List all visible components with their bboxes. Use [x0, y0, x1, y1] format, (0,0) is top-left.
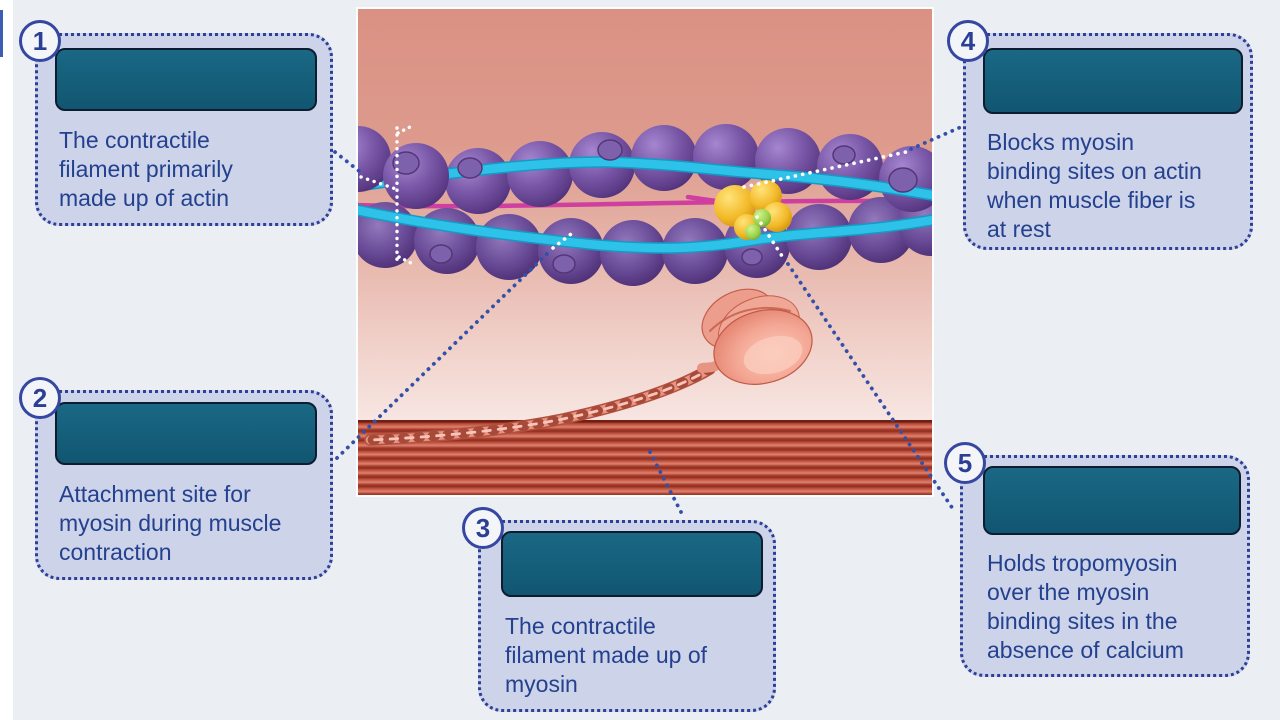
callout-1-description: The contractile filament primarily made … [59, 127, 233, 211]
callout-2-number-badge: 2 [19, 377, 61, 419]
left-margin-strip [0, 0, 13, 720]
sarcomere-illustration [325, 9, 964, 495]
left-edge-accent [0, 10, 3, 57]
callout-4-description: Blocks myosin binding sites on actin whe… [987, 129, 1202, 242]
troponin-complex [714, 180, 792, 240]
answer-drop-zone-1[interactable] [55, 48, 317, 111]
callout-2: Attachment site for myosin during muscle… [35, 390, 333, 580]
callout-5: Holds tropomyosin over the myosin bindin… [960, 455, 1250, 677]
answer-drop-zone-4[interactable] [983, 48, 1243, 114]
callout-3: The contractile filament made up of myos… [478, 520, 776, 712]
callout-5-description: Holds tropomyosin over the myosin bindin… [987, 550, 1184, 663]
callout-4: Blocks myosin binding sites on actin whe… [963, 33, 1253, 250]
callout-1: The contractile filament primarily made … [35, 33, 333, 226]
callout-3-description: The contractile filament made up of myos… [505, 613, 708, 697]
answer-drop-zone-5[interactable] [983, 466, 1241, 535]
callout-4-number-badge: 4 [947, 20, 989, 62]
callout-1-number-badge: 1 [19, 20, 61, 62]
callout-3-number-badge: 3 [462, 507, 504, 549]
answer-drop-zone-3[interactable] [501, 531, 763, 597]
answer-drop-zone-2[interactable] [55, 402, 317, 465]
callout-2-description: Attachment site for myosin during muscle… [59, 481, 282, 565]
sarcomere-illustration-svg [325, 9, 964, 495]
callout-5-number-badge: 5 [944, 442, 986, 484]
leader-line-1 [333, 150, 361, 173]
